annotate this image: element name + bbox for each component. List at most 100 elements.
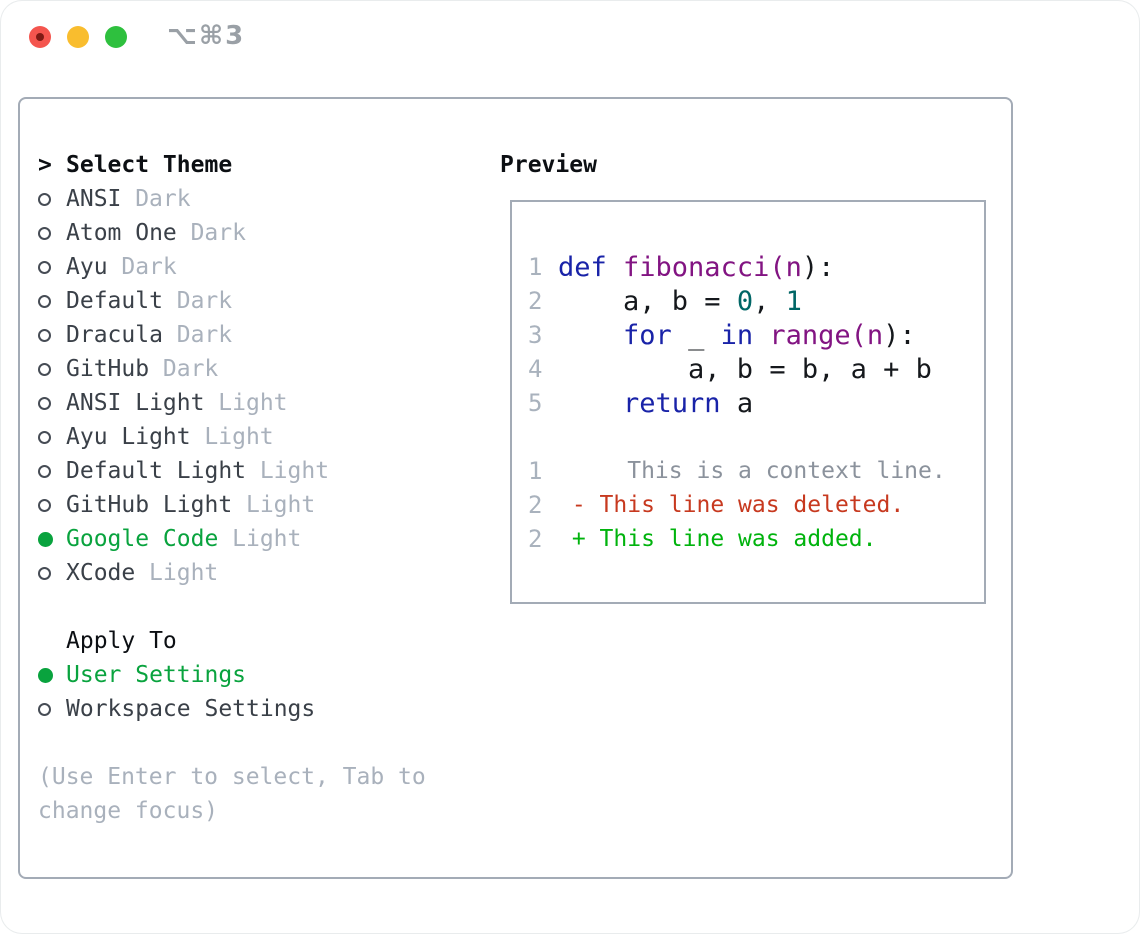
diff-line-ctx: 1 This is a context line. bbox=[528, 454, 984, 488]
code-text: def fibonacci(n): bbox=[558, 252, 834, 283]
theme-variant-label: Light bbox=[149, 560, 219, 586]
option-label: Default Light bbox=[66, 458, 247, 484]
diff-text: - This line was deleted. bbox=[558, 492, 905, 518]
select-theme-title: Select Theme bbox=[66, 152, 233, 178]
option-label: ANSI bbox=[66, 186, 122, 212]
radio-selected-icon bbox=[38, 667, 53, 683]
radio-circle-icon bbox=[38, 328, 51, 342]
diff-text: This is a context line. bbox=[558, 458, 946, 484]
window-title: ⌥⌘3 bbox=[167, 21, 246, 51]
line-number: 2 bbox=[528, 491, 543, 519]
radio-circle-icon bbox=[38, 192, 51, 206]
apply-to-header: Apply To bbox=[38, 624, 426, 658]
code-segment: a bbox=[720, 387, 754, 419]
radio-marker bbox=[38, 226, 66, 240]
theme-variant-label: Dark bbox=[135, 186, 191, 212]
theme-option-ansi[interactable]: ANSI Dark bbox=[38, 182, 426, 216]
radio-marker bbox=[38, 430, 66, 444]
apply-option-workspace-settings[interactable]: Workspace Settings bbox=[38, 692, 426, 726]
code-line: 4 a, b = b, a + b bbox=[528, 352, 984, 386]
radio-circle-icon bbox=[38, 566, 51, 580]
diff-line-add: 2 + This line was added. bbox=[528, 522, 984, 556]
line-number: 2 bbox=[528, 287, 543, 315]
theme-variant-label: Dark bbox=[190, 220, 246, 246]
apply-option-user-settings[interactable]: User Settings bbox=[38, 658, 426, 692]
close-button[interactable] bbox=[29, 26, 51, 48]
radio-circle-icon bbox=[38, 702, 51, 716]
code-line: 1 def fibonacci(n): bbox=[528, 250, 984, 284]
help-text-line-1: (Use Enter to select, Tab to bbox=[38, 764, 426, 790]
option-label: ANSI Light bbox=[66, 390, 205, 416]
diff-line-del: 2 - This line was deleted. bbox=[528, 488, 984, 522]
radio-circle-icon bbox=[38, 260, 51, 274]
option-label: Ayu bbox=[66, 254, 108, 280]
apply-to-title: Apply To bbox=[66, 628, 177, 654]
code-segment: for bbox=[623, 319, 672, 351]
option-label: Dracula bbox=[66, 322, 163, 348]
radio-circle-icon bbox=[38, 430, 51, 444]
line-number: 1 bbox=[528, 253, 543, 281]
radio-marker bbox=[38, 260, 66, 274]
code-text: a, b = 0, 1 bbox=[558, 286, 802, 317]
help-text-line-2: change focus) bbox=[38, 798, 219, 824]
diff-text: + This line was added. bbox=[558, 526, 877, 552]
code-segment: a, b = bbox=[558, 285, 737, 317]
radio-marker bbox=[38, 464, 66, 478]
code-line: 3 for _ in range(n): bbox=[528, 318, 984, 352]
diff-preview: 1 This is a context line.2 - This line w… bbox=[528, 454, 984, 556]
code-segment bbox=[753, 320, 769, 351]
code-segment: range(n bbox=[769, 319, 884, 351]
code-text: for _ in range(n): bbox=[558, 320, 916, 351]
radio-marker bbox=[38, 328, 66, 342]
code-segment: , bbox=[753, 285, 786, 317]
option-label: Workspace Settings bbox=[66, 696, 316, 722]
code-text: a, b = b, a + b bbox=[558, 354, 932, 385]
line-number: 5 bbox=[528, 389, 543, 417]
zoom-button[interactable] bbox=[105, 26, 127, 48]
code-segment: fibonacci(n bbox=[623, 251, 802, 283]
code-segment: a, b = b, a + b bbox=[558, 353, 932, 385]
radio-marker bbox=[38, 531, 66, 547]
code-text: return a bbox=[558, 388, 753, 419]
radio-marker bbox=[38, 362, 66, 376]
line-number: 1 bbox=[528, 457, 543, 485]
minimize-button[interactable] bbox=[67, 26, 89, 48]
radio-marker bbox=[38, 294, 66, 308]
select-theme-header: > Select Theme bbox=[38, 148, 426, 182]
code-line: 5 return a bbox=[528, 386, 984, 420]
line-number: 4 bbox=[528, 355, 543, 383]
radio-marker bbox=[38, 702, 66, 716]
code-segment: def bbox=[558, 251, 624, 283]
theme-variant-label: Light bbox=[245, 492, 316, 518]
option-label: User Settings bbox=[66, 662, 247, 688]
theme-variant-label: Light bbox=[204, 424, 274, 450]
line-number: 2 bbox=[528, 525, 543, 553]
radio-circle-icon bbox=[38, 464, 51, 478]
code-segment: _ bbox=[671, 319, 721, 351]
code-line: 2 a, b = 0, 1 bbox=[528, 284, 984, 318]
spacer-row bbox=[38, 726, 426, 760]
radio-marker bbox=[38, 667, 66, 683]
option-label: Google Code bbox=[66, 526, 219, 552]
code-segment: ): bbox=[883, 319, 916, 351]
option-label: GitHub bbox=[66, 356, 150, 382]
code-segment: 0 bbox=[736, 285, 754, 317]
close-dot-icon bbox=[36, 33, 44, 41]
code-segment: ): bbox=[801, 251, 835, 283]
